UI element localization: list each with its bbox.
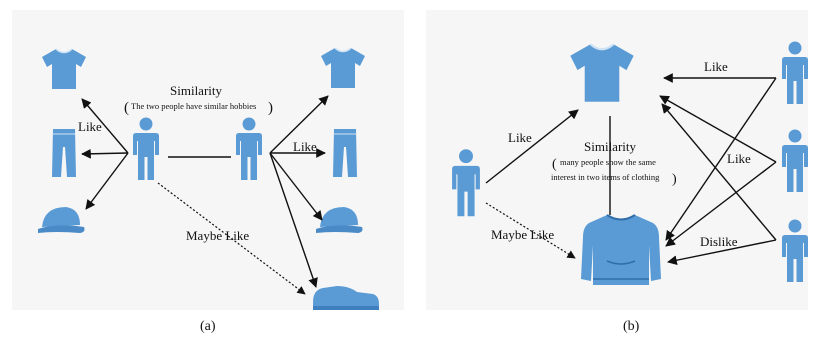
like-arrow-b-left-tshirt (485, 109, 579, 184)
similarity-note-b-line2: interest in two items of clothing (551, 172, 660, 182)
similarity-note-b-line1: many people show the same (560, 157, 656, 167)
paren-close-b: ) (672, 172, 677, 187)
person-icon-a-right (236, 117, 262, 180)
like-arrow-shoe (269, 152, 318, 288)
maybe-like-label-a: Maybe Like (186, 228, 250, 243)
paren-open-a: ( (124, 100, 129, 116)
dislike-arrow-b (667, 239, 777, 266)
person-icon-b-bottom (782, 219, 808, 282)
like-arrow-b-bottom-tshirt (661, 103, 777, 241)
like-arrow-tshirt-right (269, 95, 329, 154)
person-icon-b-top (782, 41, 808, 104)
maybe-like-arrow-b (485, 202, 576, 259)
paren-close-a: ) (268, 100, 273, 116)
person-icon-a-left (133, 117, 159, 180)
like-arrow-pants-left (81, 148, 129, 159)
like-arrow-cap-left (85, 152, 129, 210)
like-arrow-tshirt-left (81, 98, 129, 154)
like-label-a-left: Like (78, 119, 102, 134)
maybe-like-arrow-a (157, 182, 306, 295)
person-icon-b-left (452, 149, 480, 217)
tshirt-icon-b (569, 43, 635, 103)
person-icon-b-mid (782, 129, 808, 192)
like-label-b-top: Like (704, 59, 728, 74)
similarity-title-a: Similarity (170, 83, 222, 98)
tshirt-icon-right (320, 47, 366, 89)
paren-open-b: ( (552, 157, 557, 172)
caption-a: (a) (200, 319, 216, 334)
dislike-label-b: Dislike (700, 234, 738, 249)
like-label-b-mid: Like (727, 151, 751, 166)
similarity-title-b: Similarity (584, 139, 636, 154)
like-label-b-person: Like (508, 130, 532, 145)
pants-icon-right (332, 128, 358, 178)
similarity-note-a: The two people have similar hobbies (131, 101, 257, 111)
like-arrow-b-mid-tshirt (659, 95, 777, 163)
like-arrow-b-mid-sweater (665, 161, 777, 247)
like-arrow-cap-right (269, 152, 323, 221)
cap-icon-left (38, 207, 85, 233)
pants-icon-left (51, 128, 77, 178)
maybe-like-label-b: Maybe Like (491, 227, 555, 242)
caption-b: (b) (623, 319, 640, 334)
sweater-icon-b (580, 214, 662, 286)
like-label-a-right: Like (293, 139, 317, 154)
shoe-icon (313, 286, 379, 310)
tshirt-icon-left (41, 48, 87, 90)
cap-icon-right (316, 207, 363, 233)
like-arrow-b-top-sweater (665, 77, 777, 241)
